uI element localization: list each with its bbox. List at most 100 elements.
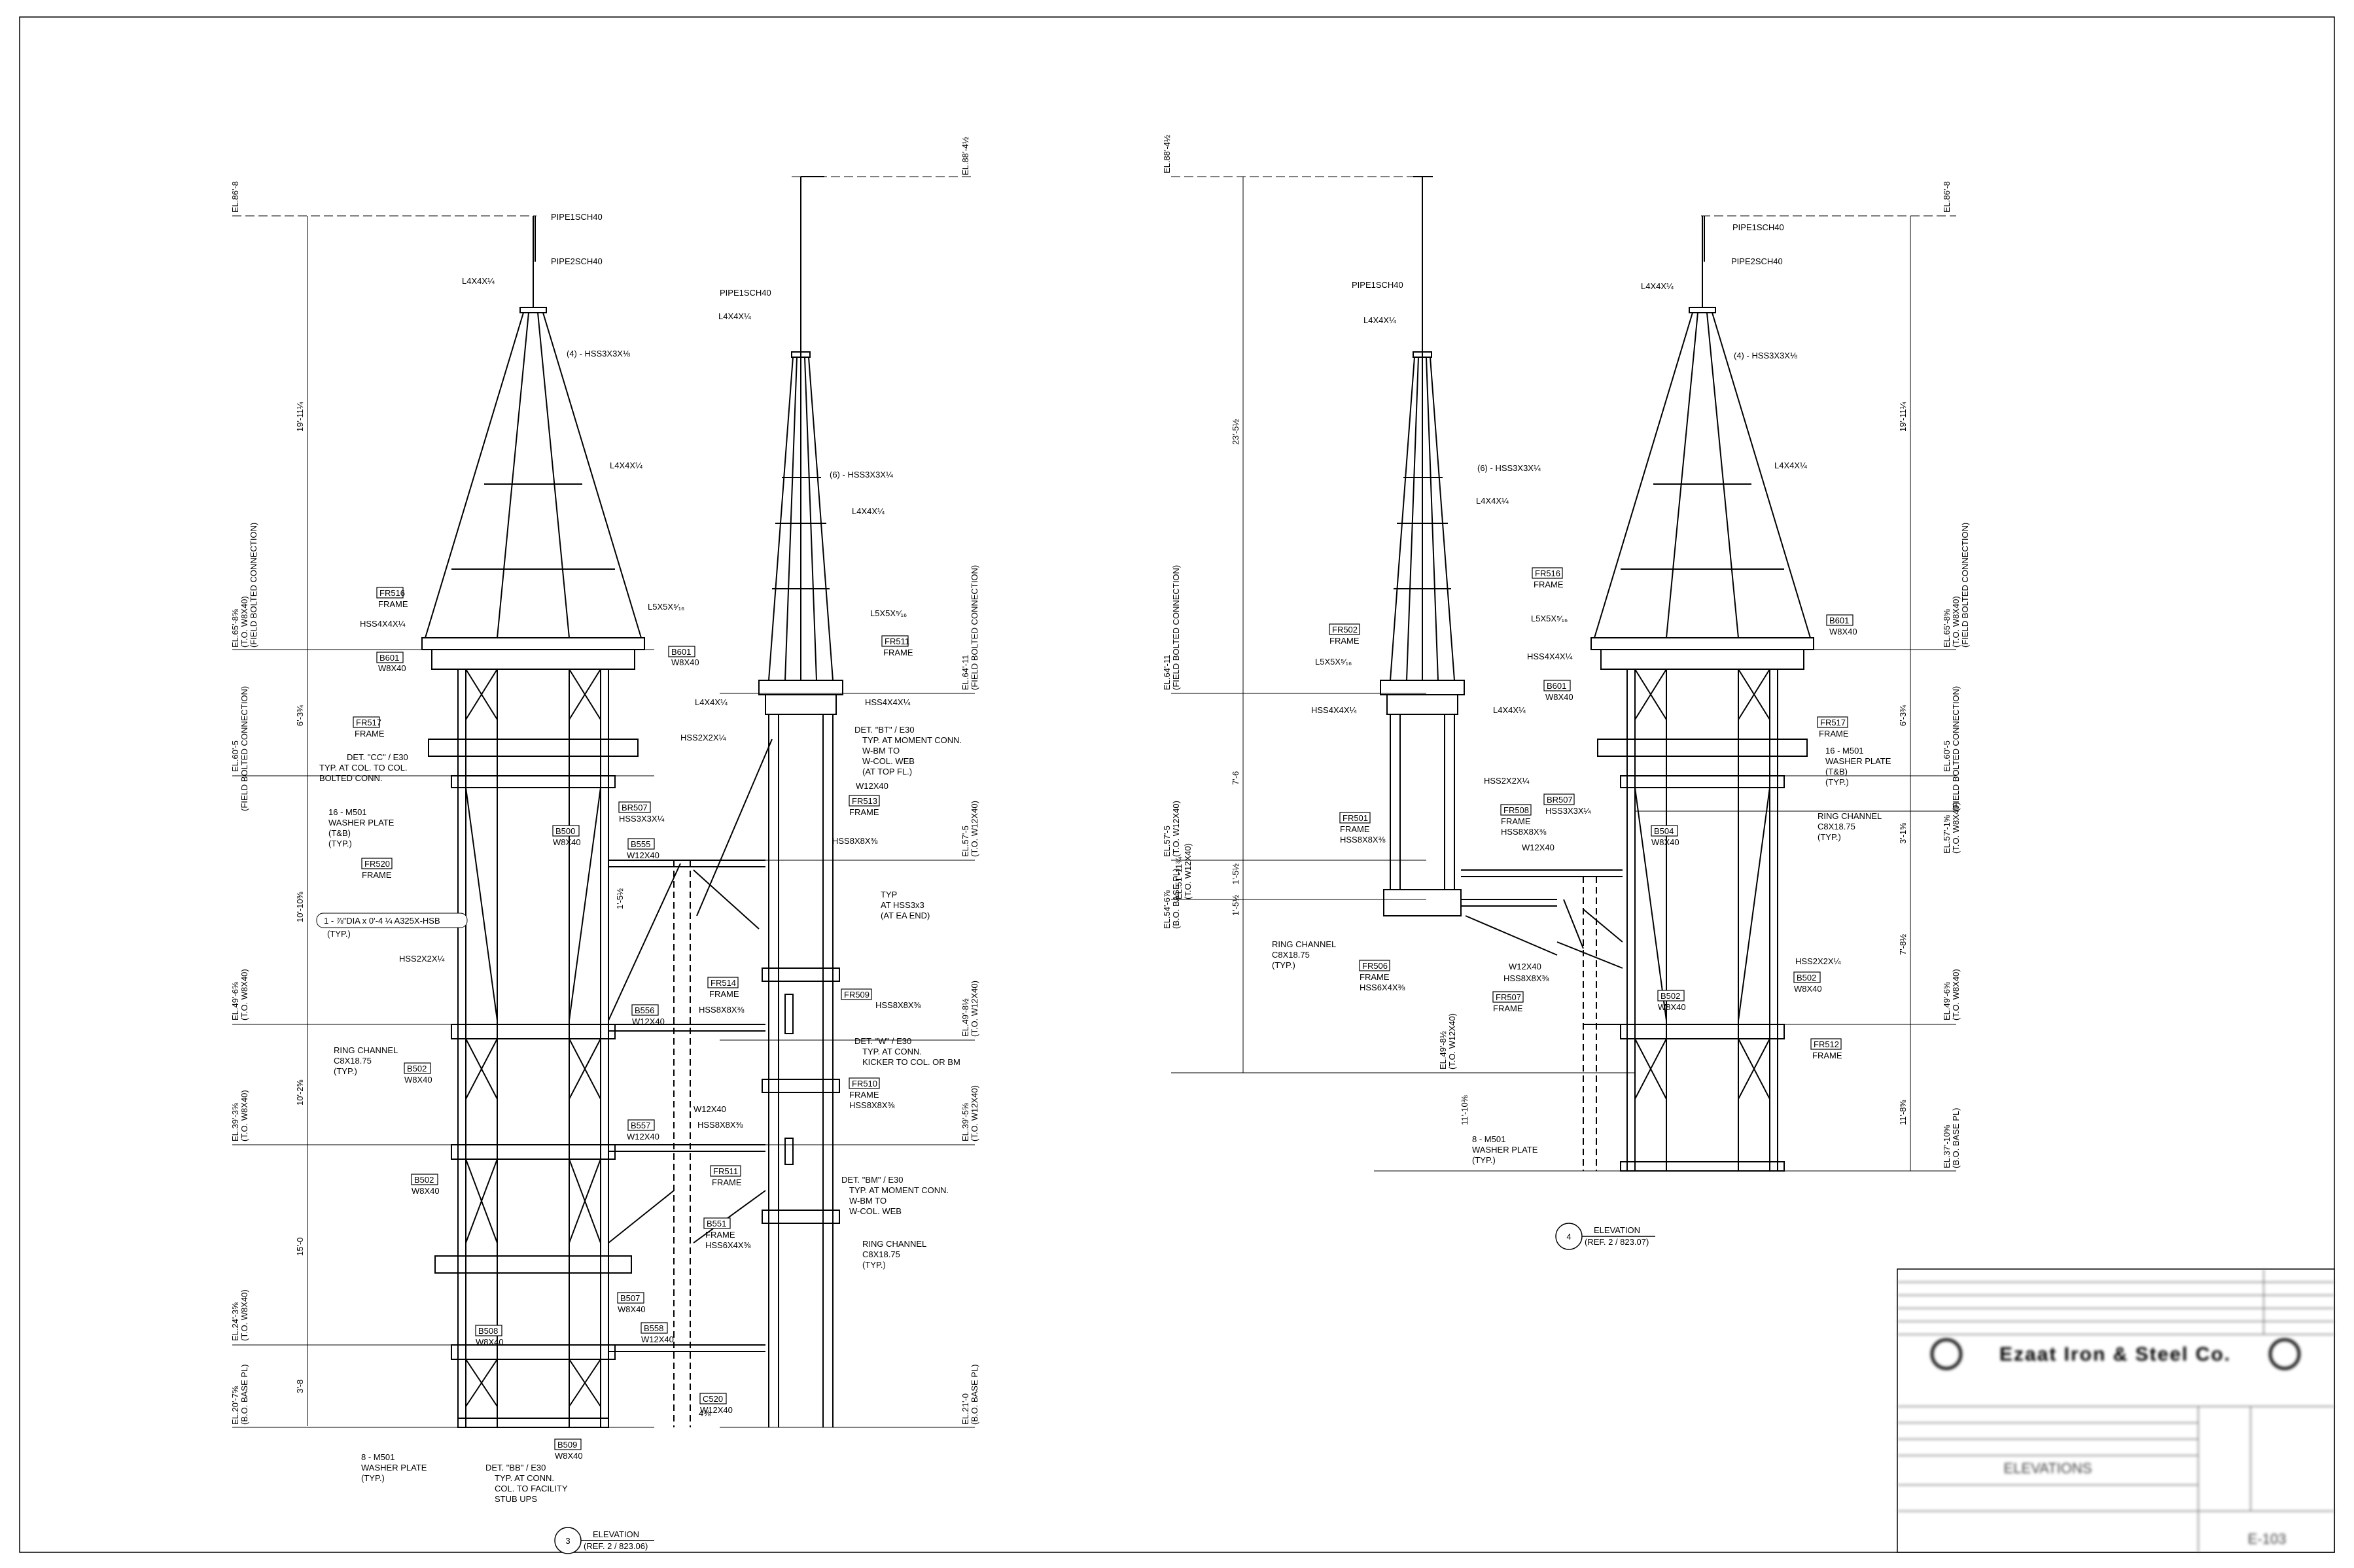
callout: L4X4X¼ — [1363, 315, 1396, 325]
callout: KICKER TO COL. OR BM — [862, 1057, 960, 1067]
elevation-3-title: 3 ELEVATION (REF. 2 / 823.06) — [554, 1527, 654, 1554]
callout: B601 — [379, 653, 399, 663]
dim-text: 3'-1⅝ — [1898, 823, 1908, 844]
callout: C520 — [703, 1394, 723, 1404]
callout: FR502 — [1332, 625, 1358, 635]
callout: FR507 — [1496, 992, 1521, 1002]
callout: HSS2X2X¼ — [1484, 776, 1530, 786]
callout: FR517 — [356, 718, 381, 727]
view-title: ELEVATION — [1594, 1225, 1640, 1235]
callout: (6) - HSS3X3X¼ — [830, 470, 893, 479]
callout: W12X40 — [694, 1104, 726, 1114]
level-sub: (B.O. BASE PL) — [239, 1365, 249, 1425]
sheet-number: E-103 — [2248, 1531, 2287, 1547]
callout: WASHER PLATE — [1825, 756, 1891, 766]
callout: HSS8X8X⅜ — [1503, 973, 1549, 983]
callout: PIPE1SCH40 — [1732, 222, 1784, 232]
callout: FRAME — [849, 807, 879, 817]
callout: PIPE1SCH40 — [1352, 280, 1403, 290]
level-label: EL.49'-8½ — [960, 998, 970, 1037]
callout: FRAME — [1534, 580, 1564, 589]
callout: L4X4X¼ — [1493, 705, 1526, 715]
level-sub: (B.O. BASE PL) — [1951, 1108, 1961, 1168]
callout: (TYP.) — [1472, 1155, 1496, 1165]
elevation-4: 23'-5½ 7'-6 1'-5½ 1'-5½ 11'-10⅜ 19'-11¼ … — [1162, 135, 1970, 1250]
callout: FR501 — [1343, 813, 1368, 823]
callout: DET. "W" / E30 — [854, 1036, 911, 1046]
callout: (TYP.) — [862, 1260, 886, 1270]
level-label: EL.64'-11 — [1162, 655, 1172, 690]
callout: B502 — [1797, 973, 1816, 983]
callout: W8X40 — [1651, 837, 1679, 847]
dim-text: 7'-8½ — [1898, 934, 1908, 955]
elevation-3-callouts: PIPE1SCH40 PIPE2SCH40 L4X4X¼ (4) - HSS3X… — [316, 212, 733, 1504]
level-sub: (T.O. W8X40) — [1951, 596, 1961, 648]
callout: HSS3X3X¼ — [619, 814, 665, 824]
callout: L4X4X¼ — [695, 697, 728, 707]
callout: HSS8X8X⅜ — [832, 836, 878, 846]
callout: 1 - ⅞"DIA x 0'-4 ¼ A325X-HSB — [324, 916, 440, 926]
callout: W12X40 — [641, 1334, 674, 1344]
level-label: EL.54'-6⅞ — [1162, 890, 1172, 929]
level-sub: (FIELD BOLTED CONNECTION) — [970, 565, 979, 690]
level-label: EL.49'-6⅝ — [1942, 982, 1952, 1020]
callout: FR517 — [1820, 718, 1846, 727]
level-label: EL.49'-8½ — [1438, 1031, 1448, 1070]
dim-text: 7'-6 — [1231, 771, 1240, 785]
callout: HSS4X4X¼ — [865, 697, 911, 707]
callout: B601 — [1829, 616, 1849, 625]
callout: W-BM TO — [849, 1196, 887, 1206]
level-label: EL.86'-8 — [1942, 181, 1952, 213]
callout: FR506 — [1362, 961, 1388, 971]
callout: W-COL. WEB — [849, 1206, 902, 1216]
callout: B558 — [644, 1323, 663, 1333]
level-label: EL.65'-8⅝ — [1942, 609, 1952, 648]
callout: W8X40 — [378, 663, 406, 673]
callout: (TYP.) — [328, 839, 352, 848]
callout: C8X18.75 — [334, 1056, 372, 1066]
callout: L4X4X¼ — [610, 461, 642, 470]
level-label: EL.86'-8 — [230, 181, 240, 213]
level-label: EL.65'-8⅝ — [230, 609, 240, 648]
level-label: EL.60'-5 — [1942, 740, 1952, 772]
callout: BOLTED CONN. — [319, 773, 383, 783]
level-label: EL.37'-10⅝ — [1942, 1125, 1952, 1168]
callout: L5X5X⁵⁄₁₆ — [1315, 657, 1352, 667]
level-sub: (FIELD BOLTED CONNECTION) — [1951, 686, 1961, 811]
level-label: EL.57'-5 — [960, 826, 970, 857]
callout: FR511 — [713, 1166, 738, 1176]
callout: L5X5X⁵⁄₁₆ — [648, 602, 684, 612]
callout: DET. "CC" / E30 — [347, 752, 408, 762]
callout: HSS3X3X¼ — [1545, 806, 1591, 816]
callout: PIPE1SCH40 — [551, 212, 603, 222]
callout: L5X5X⁵⁄₁₆ — [870, 608, 907, 618]
callout: B507 — [620, 1293, 640, 1303]
callout: (TYP.) — [334, 1066, 357, 1076]
callout: (TYP.) — [361, 1473, 385, 1483]
callout: W8X40 — [553, 837, 581, 847]
callout: W-COL. WEB — [862, 756, 915, 766]
callout: WASHER PLATE — [328, 818, 395, 828]
elevation-4-dims: 23'-5½ 7'-6 1'-5½ 1'-5½ 11'-10⅜ 19'-11¼ … — [1231, 402, 1908, 1125]
level-sub: (T.O. W8X40) — [239, 969, 249, 1020]
callout: HSS4X4X¼ — [1311, 705, 1357, 715]
callout: B502 — [1660, 991, 1680, 1001]
level-sub: (FIELD BOLTED CONNECTION) — [1960, 523, 1970, 648]
dim-text: 10'-10⅜ — [295, 892, 305, 922]
callout: FRAME — [849, 1090, 879, 1100]
callout: (AT TOP FL.) — [862, 767, 912, 776]
callout: (AT EA END) — [881, 911, 930, 920]
level-label: EL.21'-0 — [960, 1393, 970, 1425]
level-sub: (T.O. W12X40) — [1447, 1013, 1457, 1070]
callout: FR516 — [379, 588, 405, 598]
callout: 8 - M501 — [1472, 1134, 1505, 1144]
callout: B556 — [635, 1005, 654, 1015]
callout: RING CHANNEL — [862, 1239, 926, 1249]
callout: W8X40 — [412, 1186, 440, 1196]
callout: FRAME — [712, 1177, 742, 1187]
callout: RING CHANNEL — [1272, 939, 1336, 949]
callout: HSS4X4X¼ — [1527, 652, 1573, 661]
callout: TYP — [881, 890, 897, 899]
title-block: Ezaat Iron & Steel Co. ELEVATIONS E-103 — [1897, 1268, 2335, 1553]
callout: BR507 — [1547, 795, 1573, 805]
